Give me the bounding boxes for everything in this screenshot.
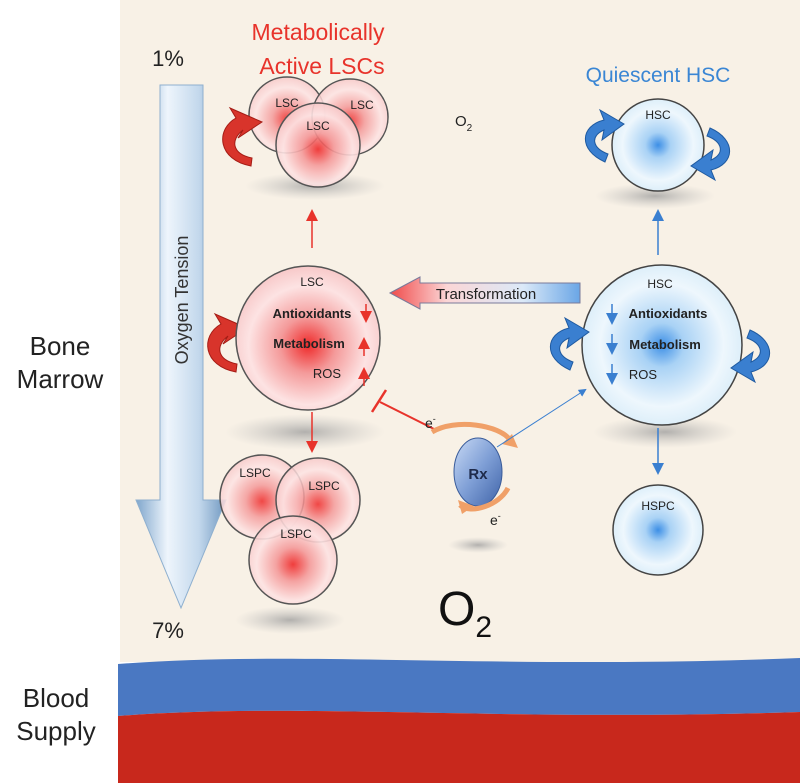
lsc-main-cell: LSC Antioxidants Metabolism ROS bbox=[235, 265, 381, 411]
rx-drug: Rx e- e- bbox=[425, 414, 518, 528]
electron-flow-arrowhead bbox=[458, 500, 474, 514]
shadow bbox=[593, 416, 737, 448]
oxygen-tension-label: Oxygen Tension bbox=[172, 236, 192, 365]
lsc-column-title-line2: Active LSCs bbox=[259, 53, 384, 79]
lspc-cell-label: LSPC bbox=[280, 527, 312, 541]
blood-supply-label-line1: Blood bbox=[22, 683, 90, 713]
self-renewal-arrow-red bbox=[222, 106, 264, 167]
hsc-cell bbox=[581, 264, 743, 426]
blood-supply-label: Blood Supply bbox=[2, 682, 110, 748]
o2-small-label: O2 bbox=[455, 113, 473, 134]
bone-marrow-label: Bone Marrow bbox=[6, 330, 114, 396]
rx-to-hsc-arrow bbox=[496, 388, 587, 448]
lsc-top-cluster: LSC LSC LSC bbox=[248, 76, 389, 188]
lsc-cell-label: LSC bbox=[275, 96, 299, 110]
self-renewal-arrow-blue bbox=[550, 316, 590, 371]
self-renewal-arrow-blue bbox=[585, 108, 625, 163]
inhibition-line bbox=[379, 401, 437, 431]
lsc-cell bbox=[235, 265, 381, 411]
hspc-cell-group: HSPC bbox=[612, 484, 704, 576]
lsc-cell-label: LSC bbox=[350, 98, 374, 112]
blood-supply-label-line2: Supply bbox=[16, 716, 96, 746]
lsc-antioxidants-label: Antioxidants bbox=[273, 306, 352, 321]
hsc-metabolism-label: Metabolism bbox=[629, 337, 701, 352]
lsc-cell bbox=[275, 102, 361, 188]
electron-flow-arrow bbox=[430, 421, 513, 442]
bone-marrow-label-line1: Bone bbox=[29, 331, 91, 361]
oxygen-tension-arrow bbox=[135, 84, 227, 610]
blood-supply-red-band bbox=[118, 710, 800, 783]
self-renewal-arrow-blue bbox=[730, 329, 770, 384]
inhibition-bar bbox=[370, 389, 388, 413]
hspc-cell-label: HSPC bbox=[641, 499, 675, 513]
electron-label: e- bbox=[425, 414, 436, 431]
lsc-cell-label: LSC bbox=[306, 119, 330, 133]
hsc-main-cell: HSC Antioxidants Metabolism ROS bbox=[581, 264, 743, 426]
hsc-cell-label: HSC bbox=[645, 108, 671, 122]
lsc-ros-label: ROS bbox=[313, 366, 342, 381]
electron-label: e- bbox=[490, 511, 501, 528]
lspc-cell-label: LSPC bbox=[239, 466, 271, 480]
hsc-antioxidants-label: Antioxidants bbox=[629, 306, 708, 321]
lsc-cell-label: LSC bbox=[300, 275, 324, 289]
hsc-cell bbox=[611, 98, 705, 192]
hsc-column-title: Quiescent HSC bbox=[586, 64, 731, 87]
hsc-cell-label: HSC bbox=[647, 277, 673, 291]
bone-marrow-label-line2: Marrow bbox=[16, 364, 104, 394]
lsc-metabolism-label: Metabolism bbox=[273, 336, 345, 351]
lspc-cluster: LSPC LSPC LSPC bbox=[219, 454, 361, 605]
o2-percent-top: 1% bbox=[152, 46, 184, 71]
lspc-cell bbox=[248, 515, 338, 605]
hspc-cell bbox=[612, 484, 704, 576]
electron-flow-arrowhead bbox=[502, 434, 518, 448]
self-renewal-arrow-blue bbox=[690, 127, 730, 182]
shadow bbox=[225, 414, 385, 450]
shadow bbox=[595, 183, 715, 209]
lspc-cell-label: LSPC bbox=[308, 479, 340, 493]
shadow bbox=[235, 606, 345, 634]
hsc-top-cell-group: HSC bbox=[611, 98, 705, 192]
lsc-column-title-line1: Metabolically bbox=[252, 19, 385, 45]
rx-label: Rx bbox=[468, 466, 488, 483]
transformation-arrow: Transformation bbox=[388, 276, 581, 310]
o2-large-label: O2 bbox=[438, 583, 492, 644]
transformation-label: Transformation bbox=[436, 286, 536, 303]
blood-supply-blue-band bbox=[118, 658, 800, 716]
hsc-ros-label: ROS bbox=[629, 367, 658, 382]
o2-percent-bottom: 7% bbox=[152, 618, 184, 643]
shadow bbox=[448, 537, 508, 553]
